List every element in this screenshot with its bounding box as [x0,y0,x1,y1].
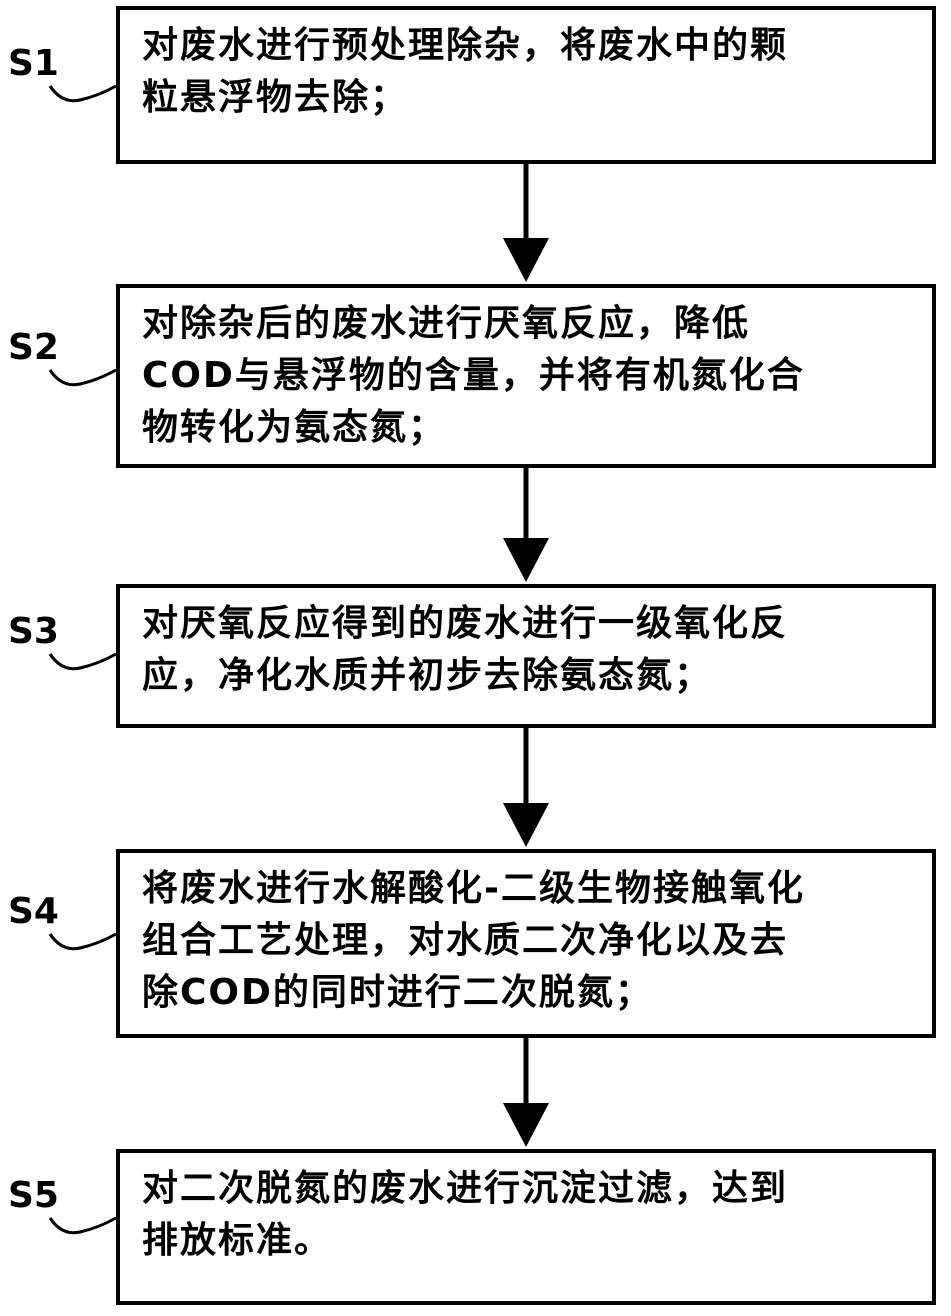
leader-s5 [48,1216,117,1235]
step-box-s4: 将废水进行水解酸化-二级生物接触氧化 组合工艺处理，对水质二次净化以及去 除CO… [116,849,936,1038]
arrow-s1-s2 [503,162,549,282]
leader-s1 [48,84,117,103]
step-box-s2: 对除杂后的废水进行厌氧反应，降低 COD与悬浮物的含量，并将有机氮化合 物转化为… [116,284,936,468]
step-label-s2: S2 [8,327,59,368]
arrow-s2-s3 [503,466,549,582]
step-box-s5: 对二次脱氮的废水进行沉淀过滤，达到 排放标准。 [116,1149,936,1305]
leader-s4 [48,932,117,951]
step-box-s1: 对废水进行预处理除杂，将废水中的颗 粒悬浮物去除； [116,6,936,164]
step-box-s3: 对厌氧反应得到的废水进行一级氧化反 应，净化水质并初步去除氨态氮； [116,584,936,728]
arrow-s3-s4 [503,726,549,847]
step-label-s4: S4 [8,891,59,932]
step-label-s1: S1 [8,43,59,84]
step-label-s5: S5 [8,1175,59,1216]
leader-s2 [48,368,117,387]
leader-s3 [48,652,117,671]
arrow-s4-s5 [503,1036,549,1147]
step-label-s3: S3 [8,611,59,652]
